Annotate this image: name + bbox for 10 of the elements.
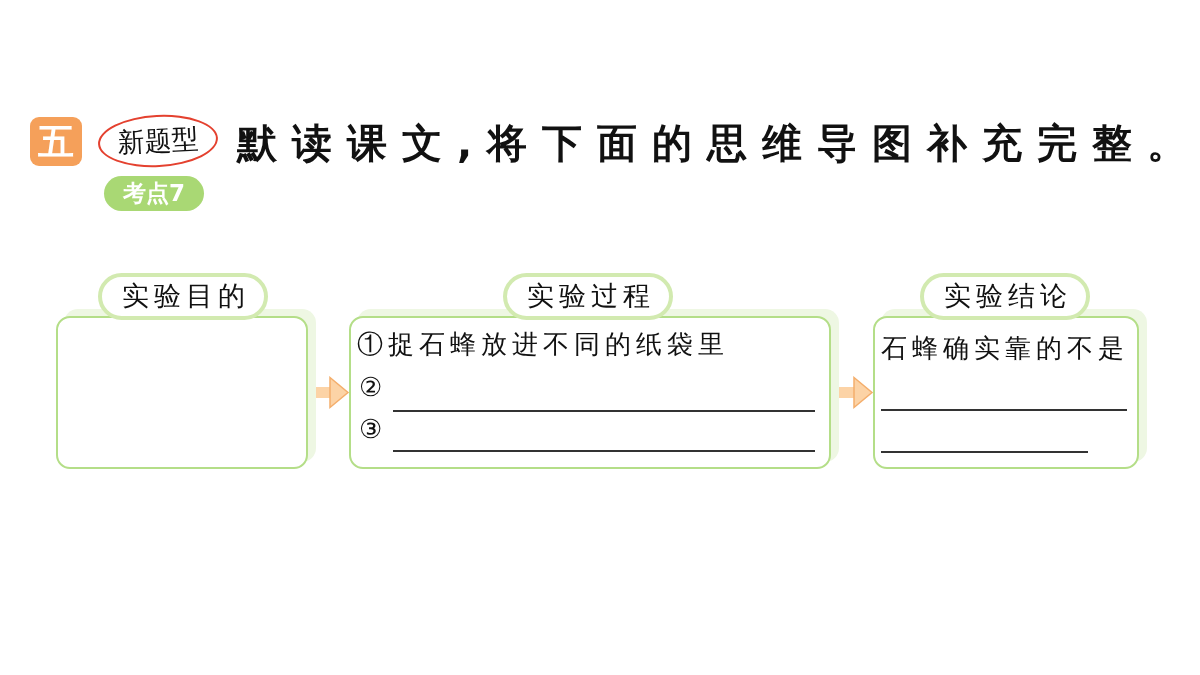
conclusion-text: 石蜂确实靠的不是 — [881, 336, 1129, 362]
number-badge: 五 — [30, 117, 82, 166]
title-text: 默读课文,将下面的思维导图补充完整。 — [237, 123, 1200, 163]
step-number: ③ — [359, 417, 387, 443]
topic-tag: 考点7 — [104, 176, 204, 211]
heading-pill: 实验结论 — [920, 273, 1090, 320]
step-number: ② — [359, 375, 387, 401]
heading-pill: 实验目的 — [98, 273, 268, 320]
heading-pill: 实验过程 — [503, 273, 673, 320]
step-text: ①捉石蜂放进不同的纸袋里 — [357, 332, 729, 358]
